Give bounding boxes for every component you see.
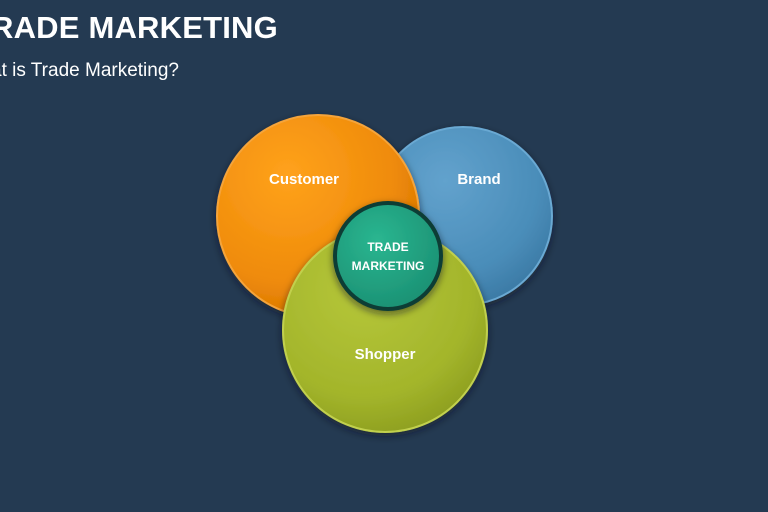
slide-title: RADE MARKETING [0,10,278,45]
label-trade-marketing-line1: TRADE [367,240,408,254]
label-shopper: Shopper [355,346,416,363]
label-trade-marketing-line2: MARKETING [352,259,425,273]
label-brand: Brand [457,171,500,188]
label-customer: Customer [269,171,339,188]
slide-subtitle: at is Trade Marketing? [0,60,179,81]
circle-trade-marketing [333,201,443,311]
